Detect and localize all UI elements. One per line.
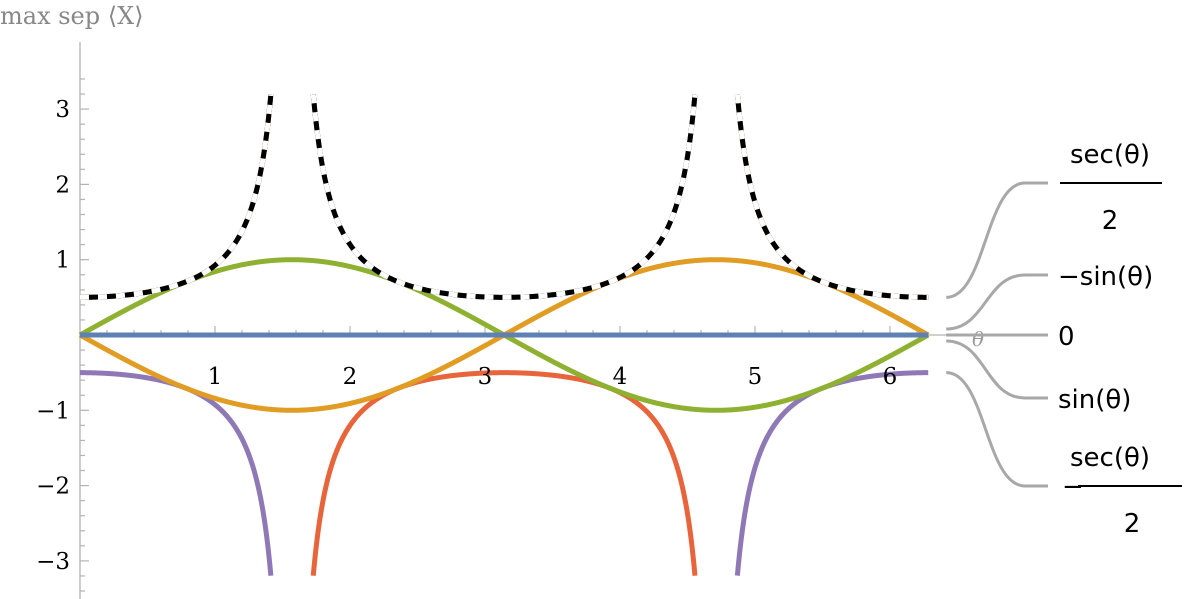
legend-leader-halfsec bbox=[946, 181, 1048, 299]
x-tick-label: 5 bbox=[748, 364, 763, 390]
labels: 1 2 3 4 5 6 3 2 1 −1 −2 −3 max sep ⟨X⟩ θ bbox=[0, 2, 984, 575]
legend-leader-sin bbox=[946, 339, 1048, 400]
x-axis-title: θ bbox=[972, 327, 984, 351]
y-axis-title: max sep ⟨X⟩ bbox=[0, 2, 144, 30]
legend-numerator: sec(θ) bbox=[1070, 140, 1150, 170]
axes bbox=[79, 42, 949, 599]
legend-entry-zero: 0 bbox=[1058, 322, 1075, 352]
legend-leader-neghalfsec bbox=[946, 371, 1048, 488]
legend-denominator: 2 bbox=[1124, 509, 1141, 539]
x-tick-label: 6 bbox=[883, 364, 898, 390]
y-tick-label: −3 bbox=[36, 549, 70, 575]
legend-numerator: sec(θ) bbox=[1070, 443, 1150, 473]
y-tick-label: −1 bbox=[36, 398, 70, 424]
y-tick-label: 3 bbox=[55, 97, 70, 123]
x-tick-label: 2 bbox=[343, 364, 358, 390]
legend-sign: − bbox=[1062, 472, 1084, 502]
x-tick-label: 4 bbox=[613, 364, 628, 390]
max-curve-dashes bbox=[78, 94, 931, 300]
legend-leader-negsin bbox=[946, 273, 1048, 331]
legend-entry-negsin: −sin(θ) bbox=[1058, 262, 1153, 292]
x-tick-label: 3 bbox=[478, 364, 493, 390]
y-tick-label: 2 bbox=[55, 172, 70, 198]
legend-denominator: 2 bbox=[1102, 206, 1119, 236]
y-tick-label: −2 bbox=[36, 474, 70, 500]
x-tick-label: 1 bbox=[208, 364, 223, 390]
legend-entry-sin: sin(θ) bbox=[1058, 385, 1131, 415]
curves bbox=[78, 94, 931, 576]
y-tick-label: 1 bbox=[55, 248, 70, 274]
max-curve-line bbox=[78, 94, 931, 300]
